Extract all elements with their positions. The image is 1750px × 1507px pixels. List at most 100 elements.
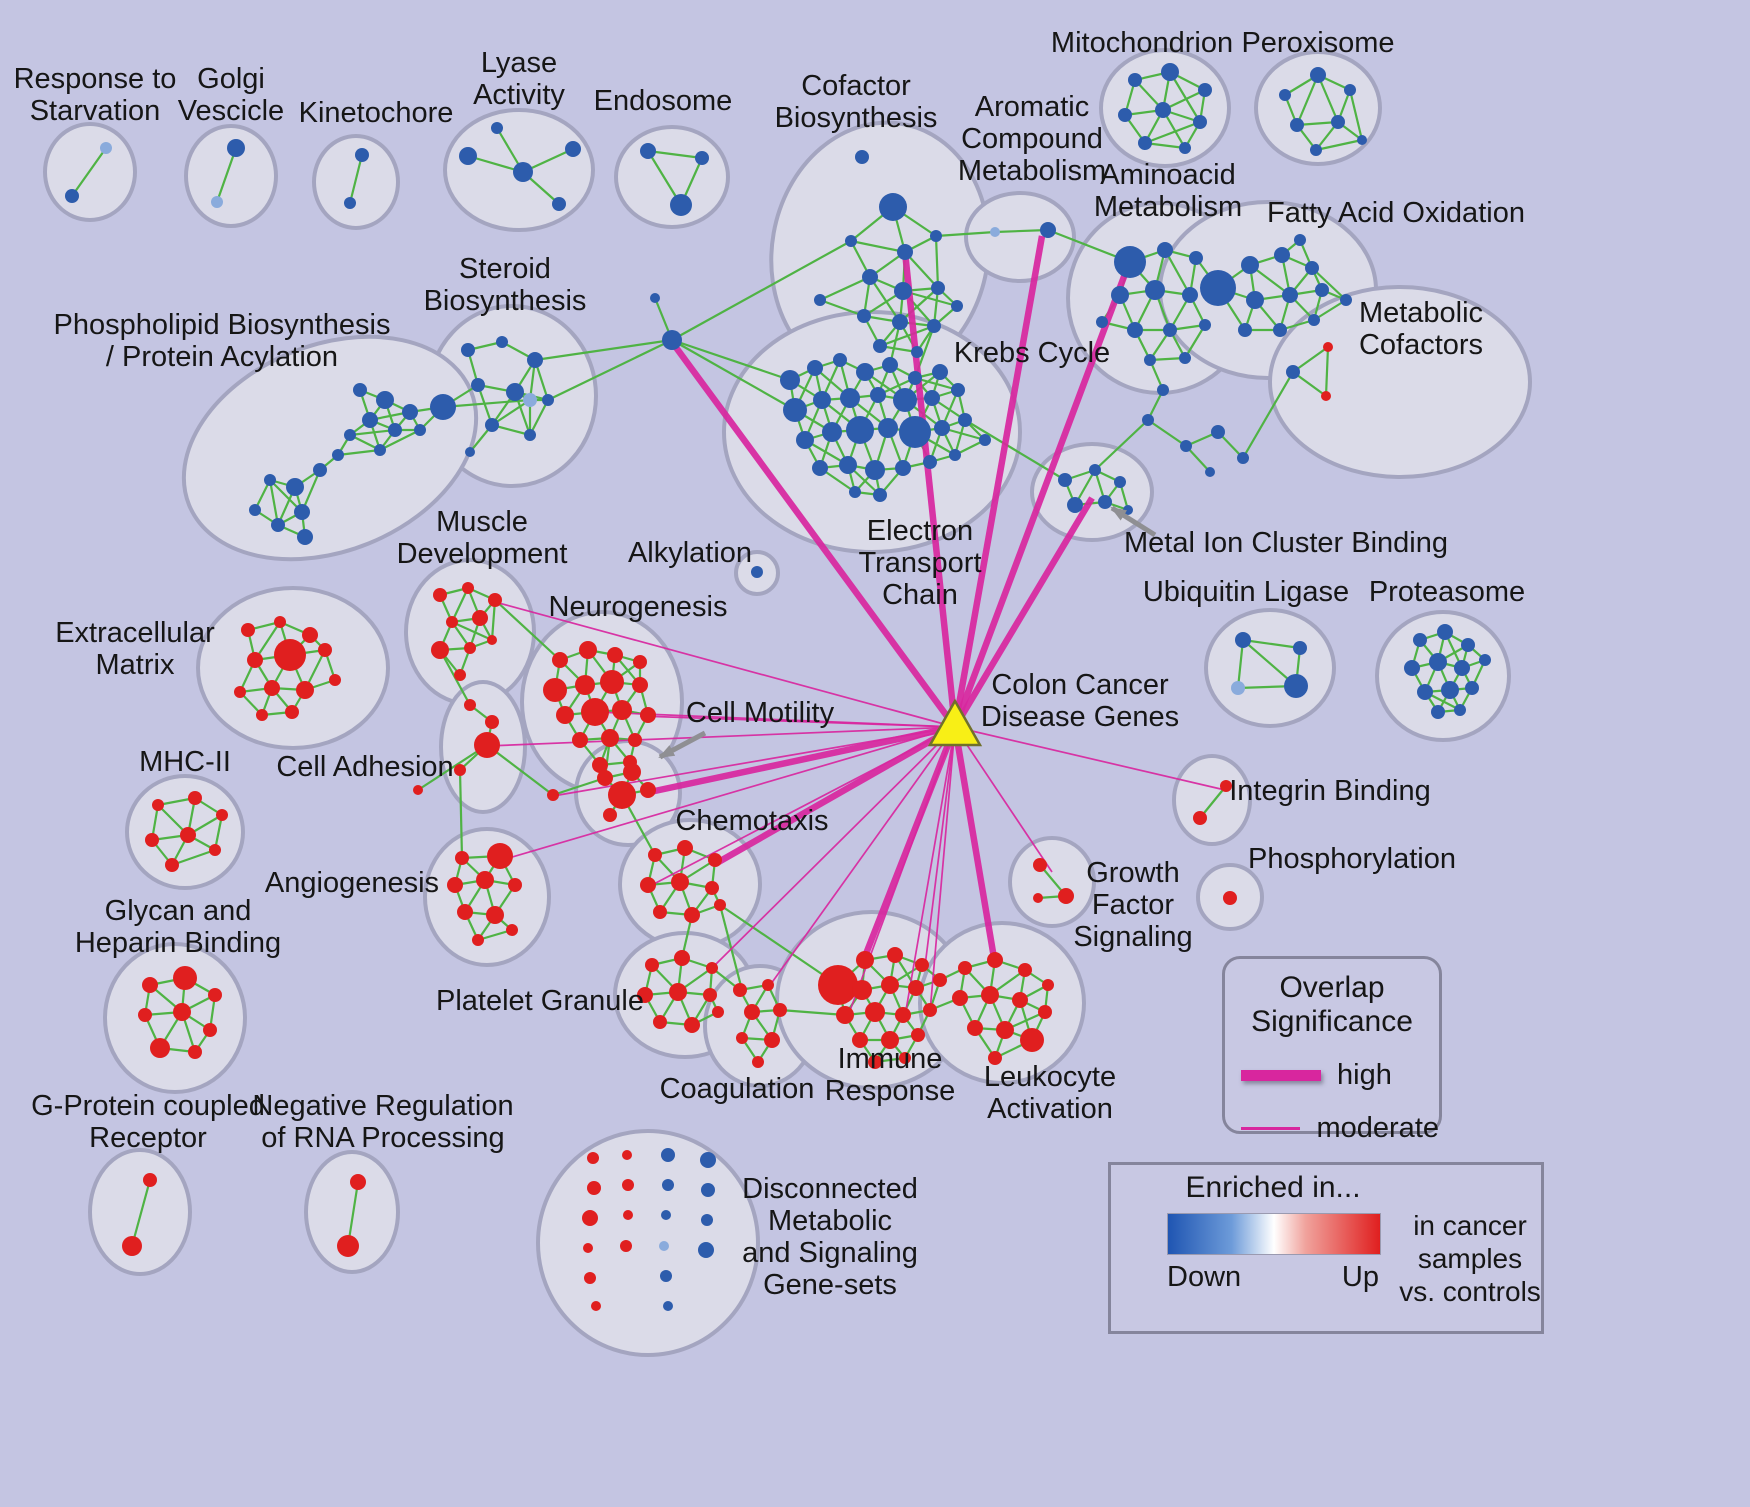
g-protein-coupled-receptor-node (143, 1173, 157, 1187)
extracellular-matrix-node (329, 674, 341, 686)
overlap-edge-moderate (486, 726, 956, 747)
enrichment-note-line3: vs. controls (1399, 1276, 1541, 1307)
phospholipid-biosynthesis-edge (268, 479, 280, 526)
muscle-development-node (433, 588, 447, 602)
disconnected-genesets-node (661, 1148, 675, 1162)
neurogenesis-node (592, 757, 608, 773)
metal-ion-cluster-binding-node (1114, 476, 1126, 488)
fatty-acid-oxidation-edge (1313, 299, 1347, 321)
endosome-node (670, 194, 692, 216)
mhc-ii-node (152, 799, 164, 811)
cofactor-biosynthesis-node (894, 282, 912, 300)
enrichment-note: in cancer samples vs. controls (1399, 1165, 1541, 1331)
leukocyte-activation-node (987, 952, 1003, 968)
g-protein-coupled-receptor-node (122, 1236, 142, 1256)
aminoacid-metabolism-node (1179, 352, 1191, 364)
peroxisome-edge (1348, 89, 1364, 141)
proteasome-node (1417, 684, 1433, 700)
extracellular-matrix-node (318, 643, 332, 657)
overlap-edge-high (713, 724, 957, 867)
electron-transport-chain-node (812, 460, 828, 476)
intercluster-edge (719, 904, 839, 986)
platelet-granule-node (669, 983, 687, 1001)
lyase-activity-node (565, 141, 581, 157)
aromatic-compound-metabolism-node (990, 227, 1000, 237)
cofactor-biosynthesis-node (931, 281, 945, 295)
coagulation-node (773, 1003, 787, 1017)
phospholipid-biosynthesis-edge (349, 428, 396, 437)
immune-response-node (865, 1002, 885, 1022)
high-significance-line-sample (1241, 1070, 1321, 1081)
platelet-granule-node (684, 1017, 700, 1033)
neurogenesis-node (601, 729, 619, 747)
electron-transport-chain-node (796, 431, 814, 449)
phospholipid-biosynthesis-node (353, 383, 367, 397)
lyase-activity-node (459, 147, 477, 165)
alkylation-node (751, 566, 763, 578)
electron-transport-chain-node (873, 488, 887, 502)
mitochondrion-node (1193, 115, 1207, 129)
phospholipid-biosynthesis-node (313, 463, 327, 477)
aromatic-compound-metabolism-ellipse (964, 191, 1076, 283)
disconnected-genesets-node (660, 1270, 672, 1282)
neurogenesis-node (572, 732, 588, 748)
fatty-acid-oxidation-edge (1311, 267, 1347, 301)
enrichment-color-legend: Enriched in... Down Up in cancer samples… (1108, 1162, 1544, 1334)
disconnected-genesets-node (663, 1301, 673, 1311)
disconnected-genesets-node (622, 1179, 634, 1191)
peroxisome-node (1310, 67, 1326, 83)
fatty-acid-oxidation-node (1246, 291, 1264, 309)
mitochondrion-node (1118, 108, 1132, 122)
intercluster-edge (1242, 371, 1294, 459)
steroid-biosynthesis-node (496, 336, 508, 348)
fatty-scatter-edge (1147, 419, 1187, 447)
electron-transport-chain-node (870, 387, 886, 403)
coagulation-label: Coagulation (660, 1073, 815, 1105)
lyase-activity-node (513, 162, 533, 182)
fatty-scatter-node (1180, 440, 1192, 452)
peroxisome-edge (1315, 138, 1363, 152)
leukocyte-activation-node (996, 1021, 1014, 1039)
electron-transport-chain-node (895, 460, 911, 476)
chemotaxis-node (714, 899, 726, 911)
overlap-edge-high (901, 251, 959, 728)
immune-response-node (923, 1003, 937, 1017)
fatty-scatter-node (1142, 414, 1154, 426)
cell-motility-node (640, 782, 656, 798)
glycan-heparin-binding-node (150, 1038, 170, 1058)
cofactor-biosynthesis-edge (819, 298, 865, 318)
extracellular-matrix-node (296, 681, 314, 699)
g-protein-coupled-receptor-ellipse (88, 1148, 192, 1276)
intercluster-edge (671, 339, 796, 411)
muscle-development-node (462, 582, 474, 594)
extracellular-matrix-node (234, 686, 246, 698)
overlap-legend-title-line1: Overlap (1279, 971, 1385, 1004)
metal-ion-cluster-binding-node (1098, 495, 1112, 509)
electron-transport-chain-node (878, 418, 898, 438)
mhc-ii-label: MHC-II (139, 746, 231, 778)
glycan-heparin-binding-node (188, 1045, 202, 1059)
phospholipid-biosynthesis-node (374, 444, 386, 456)
peroxisome-ellipse (1254, 50, 1382, 166)
electron-transport-chain-node (979, 434, 991, 446)
aminoacid-metabolism-node (1096, 316, 1108, 328)
cofactor-biosynthesis-edge (879, 324, 935, 348)
response-to-starvation-node (100, 142, 112, 154)
metal-ion-cluster-binding-node (1058, 473, 1072, 487)
immune-response-node (911, 1028, 925, 1042)
leukocyte-activation-node (1020, 1028, 1044, 1052)
cofactor-biosynthesis-node (951, 300, 963, 312)
golgi-vescicle-edge (215, 147, 238, 203)
cofactor-biosynthesis-node (897, 244, 913, 260)
extracellular-matrix-node (264, 680, 280, 696)
fatty-acid-oxidation-node (1308, 314, 1320, 326)
neurogenesis-node (581, 698, 609, 726)
angiogenesis-node (506, 924, 518, 936)
fatty-acid-oxidation-node (1305, 261, 1319, 275)
